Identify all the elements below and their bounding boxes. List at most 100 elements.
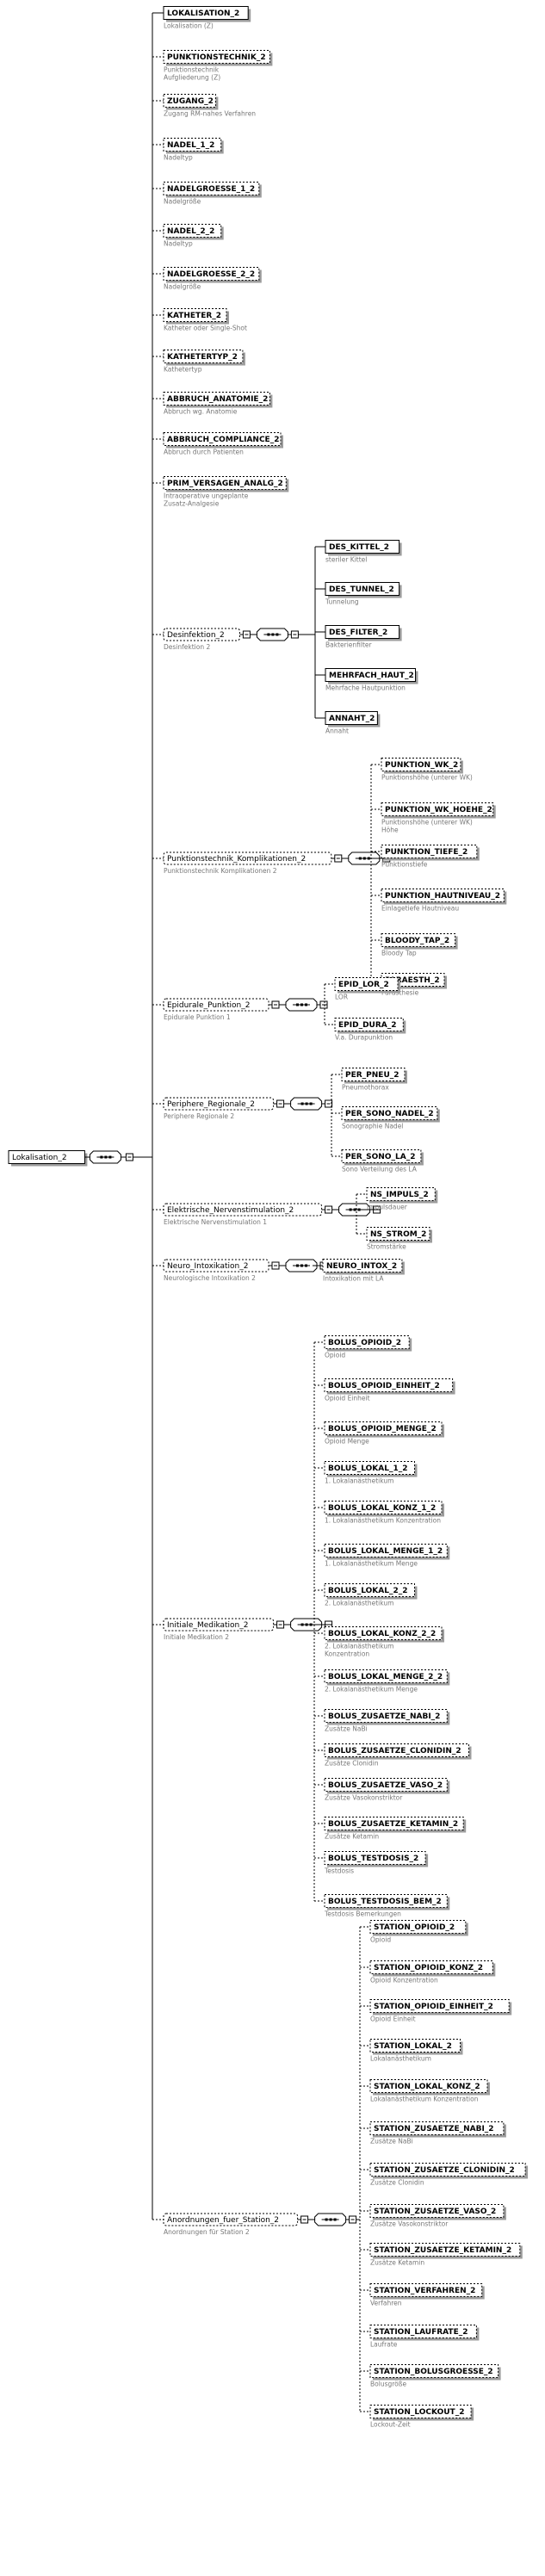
expander-icon[interactable] [242,630,251,639]
element-box[interactable]: BOLUS_LOKAL_2_22. Lokalanästhetikum [324,1583,418,1607]
box-frame [369,1960,493,1974]
element-box[interactable]: EPID_DURA_2V.a. Durapunktion [334,1018,406,1042]
box-frame [324,1894,448,1908]
group-box[interactable]: Punktionstechnik_Komplikationen_2Punktio… [163,851,332,875]
element-name: Lokalisation_2 [12,1154,67,1162]
element-box[interactable]: PUNKTIONSTECHNIK_2PunktionstechnikAufgli… [163,50,273,82]
expander-icon[interactable] [300,2215,309,2224]
box-frame [324,1626,443,1640]
sequence-dot [353,1208,356,1211]
box-frame [163,182,260,195]
expander-icon[interactable] [125,1153,133,1161]
element-name: BOLUS_LOKAL_KONZ_2_2 [328,1630,436,1638]
element-box[interactable]: BOLUS_LOKAL_1_21. Lokalanästhetikum [324,1461,418,1485]
element-box[interactable]: BOLUS_LOKAL_KONZ_1_21. Lokalanästhetikum… [324,1501,444,1525]
sequence-dot [271,633,275,636]
element-doc: Zusätze Ketamin [325,1833,379,1841]
box-frame [325,582,400,596]
expander-icon[interactable] [271,1261,280,1270]
expander-icon[interactable] [290,630,299,639]
element-doc: Zusätze Vasokonstriktor [325,1794,403,1802]
element-box[interactable]: BOLUS_LOKAL_MENGE_2_22. Lokalanästhetiku… [324,1669,450,1694]
expander-icon[interactable] [276,1620,285,1629]
group-box[interactable]: Elektrische_Nervenstimulation_2Elektrisc… [163,1203,323,1226]
sequence-icon [314,2213,347,2226]
box-frame [324,1669,448,1683]
box-frame [369,2325,477,2338]
element-box[interactable]: BOLUS_LOKAL_KONZ_2_22. Lokalanästhetikum… [324,1626,444,1658]
expander-icon[interactable] [271,1000,280,1009]
element-doc: V.a. Durapunktion [335,1034,393,1042]
expander-icon[interactable] [325,1099,333,1108]
element-box[interactable]: BOLUS_LOKAL_MENGE_1_21. Lokalanästhetiku… [324,1544,450,1568]
expander-icon[interactable] [276,1099,285,1108]
box-frame [381,889,505,902]
expander-icon[interactable] [334,854,343,863]
expander-icon[interactable] [349,2215,357,2224]
element-name: ABBRUCH_ANATOMIE_2 [167,395,268,404]
element-name: EPID_DURA_2 [338,1021,397,1030]
expander-icon[interactable] [325,1205,333,1214]
element-box[interactable]: Lokalisation_2 [8,1150,88,1167]
element-name: EPID_LOR_2 [338,981,389,989]
element-doc: Punktionstiefe [381,861,428,869]
box-frame [381,845,478,858]
